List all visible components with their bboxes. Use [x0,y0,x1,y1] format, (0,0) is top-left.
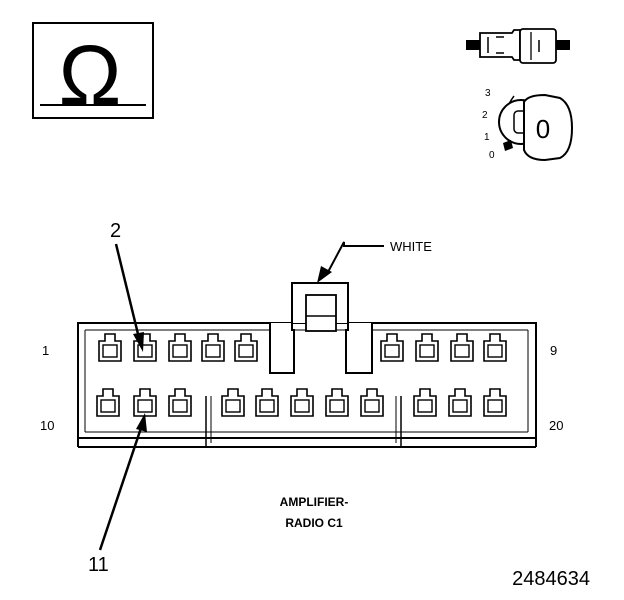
terminal-cavity [234,333,258,362]
key-position-3: 3 [485,88,491,99]
terminal-cavity [448,388,472,417]
color-callout: WHITE [317,239,432,283]
connector-name-line2: RADIO C1 [285,516,343,530]
ignition-key-icon: 3 2 1 0 0 [482,88,574,162]
terminal-cavity [360,388,384,417]
terminal-cavity [413,388,437,417]
pin-label-9: 9 [550,343,557,358]
terminal-cavity [415,333,439,362]
terminal-cavity [168,388,192,417]
ohm-symbol-icon: Ω [32,22,154,122]
pin-label-20: 20 [549,418,563,433]
callout-label-2: 2 [110,220,121,242]
figure-number: 2484634 [512,568,590,590]
ohm-glyph: Ω [59,28,122,122]
key-position-2: 2 [482,110,488,121]
terminal-cavity [221,388,245,417]
terminal-cavity [450,333,474,362]
terminal-cavity [133,388,157,417]
terminal-cavity [201,333,225,362]
terminal-cavity [98,333,122,362]
callout-pin-2: 2 [110,220,144,352]
terminal-cavity [290,388,314,417]
terminal-cavity [380,333,404,362]
terminal-cavity [255,388,279,417]
terminal-cavity [168,333,192,362]
terminal-cavity [325,388,349,417]
key-position-1: 1 [484,132,490,143]
callout-pin-11: 11 [88,413,147,576]
terminal-cavity [96,388,120,417]
connector-name-line1: AMPLIFIER- [280,495,349,509]
key-face-label: 0 [536,114,550,144]
key-position-0: 0 [489,150,495,161]
callout-label-11: 11 [88,554,109,576]
pin-label-10: 10 [40,418,54,433]
terminal-cavity [483,333,507,362]
pin-label-1: 1 [42,343,49,358]
color-label: WHITE [390,239,432,254]
connector-body [77,282,537,448]
plug-connector-icon [466,28,570,64]
pin-row-bottom [96,388,507,417]
terminal-cavity [483,388,507,417]
